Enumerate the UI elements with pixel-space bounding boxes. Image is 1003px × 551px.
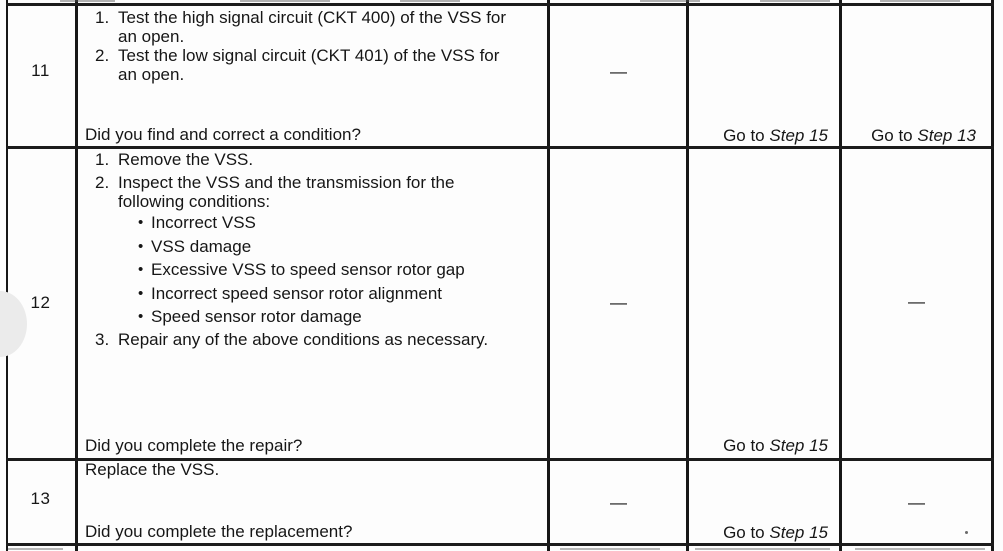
goto-prefix: Go to bbox=[723, 126, 765, 145]
action-text: Remove the VSS. bbox=[118, 150, 254, 169]
action-text: Replace the VSS. bbox=[85, 460, 220, 479]
no-dash: — bbox=[908, 493, 925, 512]
step-column-divider bbox=[75, 0, 78, 551]
scan-smudge bbox=[60, 0, 115, 2]
bullet-marker: • bbox=[138, 238, 144, 255]
goto-step-reference: Step 13 bbox=[917, 126, 976, 145]
scan-smudge bbox=[880, 0, 960, 2]
bullet-marker: • bbox=[138, 261, 144, 278]
action-bullet-item: • Excessive VSS to speed sensor rotor ga… bbox=[138, 260, 541, 279]
action-text: Incorrect VSS bbox=[151, 213, 256, 232]
action-list-item: 1. Test the high signal circuit (CKT 400… bbox=[95, 8, 523, 46]
table-right-border bbox=[991, 0, 994, 551]
goto-step-reference: Step 15 bbox=[769, 436, 828, 455]
list-marker: 2. bbox=[95, 46, 110, 65]
step-number: 13 bbox=[30, 489, 51, 508]
action-text: Test the high signal circuit (CKT 400) o… bbox=[118, 8, 507, 46]
value-dash: — bbox=[610, 62, 627, 81]
value-column-divider bbox=[686, 0, 689, 551]
action-text: Test the low signal circuit (CKT 401) of… bbox=[118, 46, 500, 84]
bullet-marker: • bbox=[138, 214, 144, 231]
question-text: Did you complete the replacement? bbox=[85, 522, 353, 541]
action-bullet-item: • Incorrect VSS bbox=[138, 213, 541, 232]
scan-dot-artifact bbox=[965, 531, 968, 534]
step-number: 11 bbox=[31, 61, 50, 80]
list-marker: 2. bbox=[95, 173, 110, 192]
scan-smudge bbox=[855, 548, 985, 550]
list-marker: 1. bbox=[95, 8, 110, 27]
scan-smudge bbox=[560, 548, 660, 550]
action-list-item: 2. Test the low signal circuit (CKT 401)… bbox=[95, 46, 523, 84]
yes-no-column-divider bbox=[839, 0, 842, 551]
yes-goto: Go to Step 15 bbox=[689, 126, 828, 145]
action-text: Inspect the VSS and the transmission for… bbox=[118, 173, 455, 211]
action-bullet-item: • VSS damage bbox=[138, 237, 541, 256]
bullet-marker: • bbox=[138, 285, 144, 302]
goto-prefix: Go to bbox=[723, 523, 765, 542]
value-dash: — bbox=[610, 493, 627, 512]
action-text: Repair any of the above conditions as ne… bbox=[118, 330, 489, 349]
scan-smudge bbox=[640, 0, 700, 2]
goto-step-reference: Step 15 bbox=[769, 523, 828, 542]
action-bullet-item: • Speed sensor rotor damage bbox=[138, 307, 541, 326]
value-dash: — bbox=[610, 293, 627, 312]
action-list-item: 1. Remove the VSS. bbox=[95, 150, 523, 169]
action-text: VSS damage bbox=[151, 237, 252, 256]
action-text: Incorrect speed sensor rotor alignment bbox=[151, 284, 443, 303]
question-text: Did you find and correct a condition? bbox=[85, 125, 361, 144]
action-column-divider bbox=[547, 0, 550, 551]
yes-goto: Go to Step 15 bbox=[689, 436, 828, 455]
action-bullet-item: • Incorrect speed sensor rotor alignment bbox=[138, 284, 541, 303]
list-marker: 1. bbox=[95, 150, 110, 169]
list-marker: 3. bbox=[95, 330, 110, 349]
scan-smudge bbox=[240, 0, 330, 2]
no-goto: Go to Step 13 bbox=[842, 126, 976, 145]
row-divider-bottom bbox=[6, 543, 994, 546]
goto-prefix: Go to bbox=[723, 436, 765, 455]
scan-smudge bbox=[695, 548, 830, 550]
no-dash: — bbox=[908, 292, 925, 311]
scan-smudge bbox=[760, 0, 830, 2]
scan-smudge bbox=[8, 548, 63, 550]
goto-step-reference: Step 15 bbox=[769, 126, 828, 145]
question-text: Did you complete the repair? bbox=[85, 436, 303, 455]
goto-prefix: Go to bbox=[871, 126, 913, 145]
bullet-marker: • bbox=[138, 308, 144, 325]
table-left-border bbox=[6, 0, 8, 551]
action-list-item: 2. Inspect the VSS and the transmission … bbox=[95, 173, 498, 211]
row-divider-top bbox=[6, 3, 994, 6]
action-text: Speed sensor rotor damage bbox=[151, 307, 362, 326]
action-list-item: 3. Repair any of the above conditions as… bbox=[95, 330, 523, 349]
action-text: Excessive VSS to speed sensor rotor gap bbox=[151, 260, 465, 279]
yes-goto: Go to Step 15 bbox=[689, 523, 828, 542]
step-number: 12 bbox=[30, 293, 51, 312]
row-divider-12-13 bbox=[6, 458, 994, 461]
scan-smudge bbox=[400, 0, 460, 2]
row-divider-11-12 bbox=[6, 146, 994, 149]
